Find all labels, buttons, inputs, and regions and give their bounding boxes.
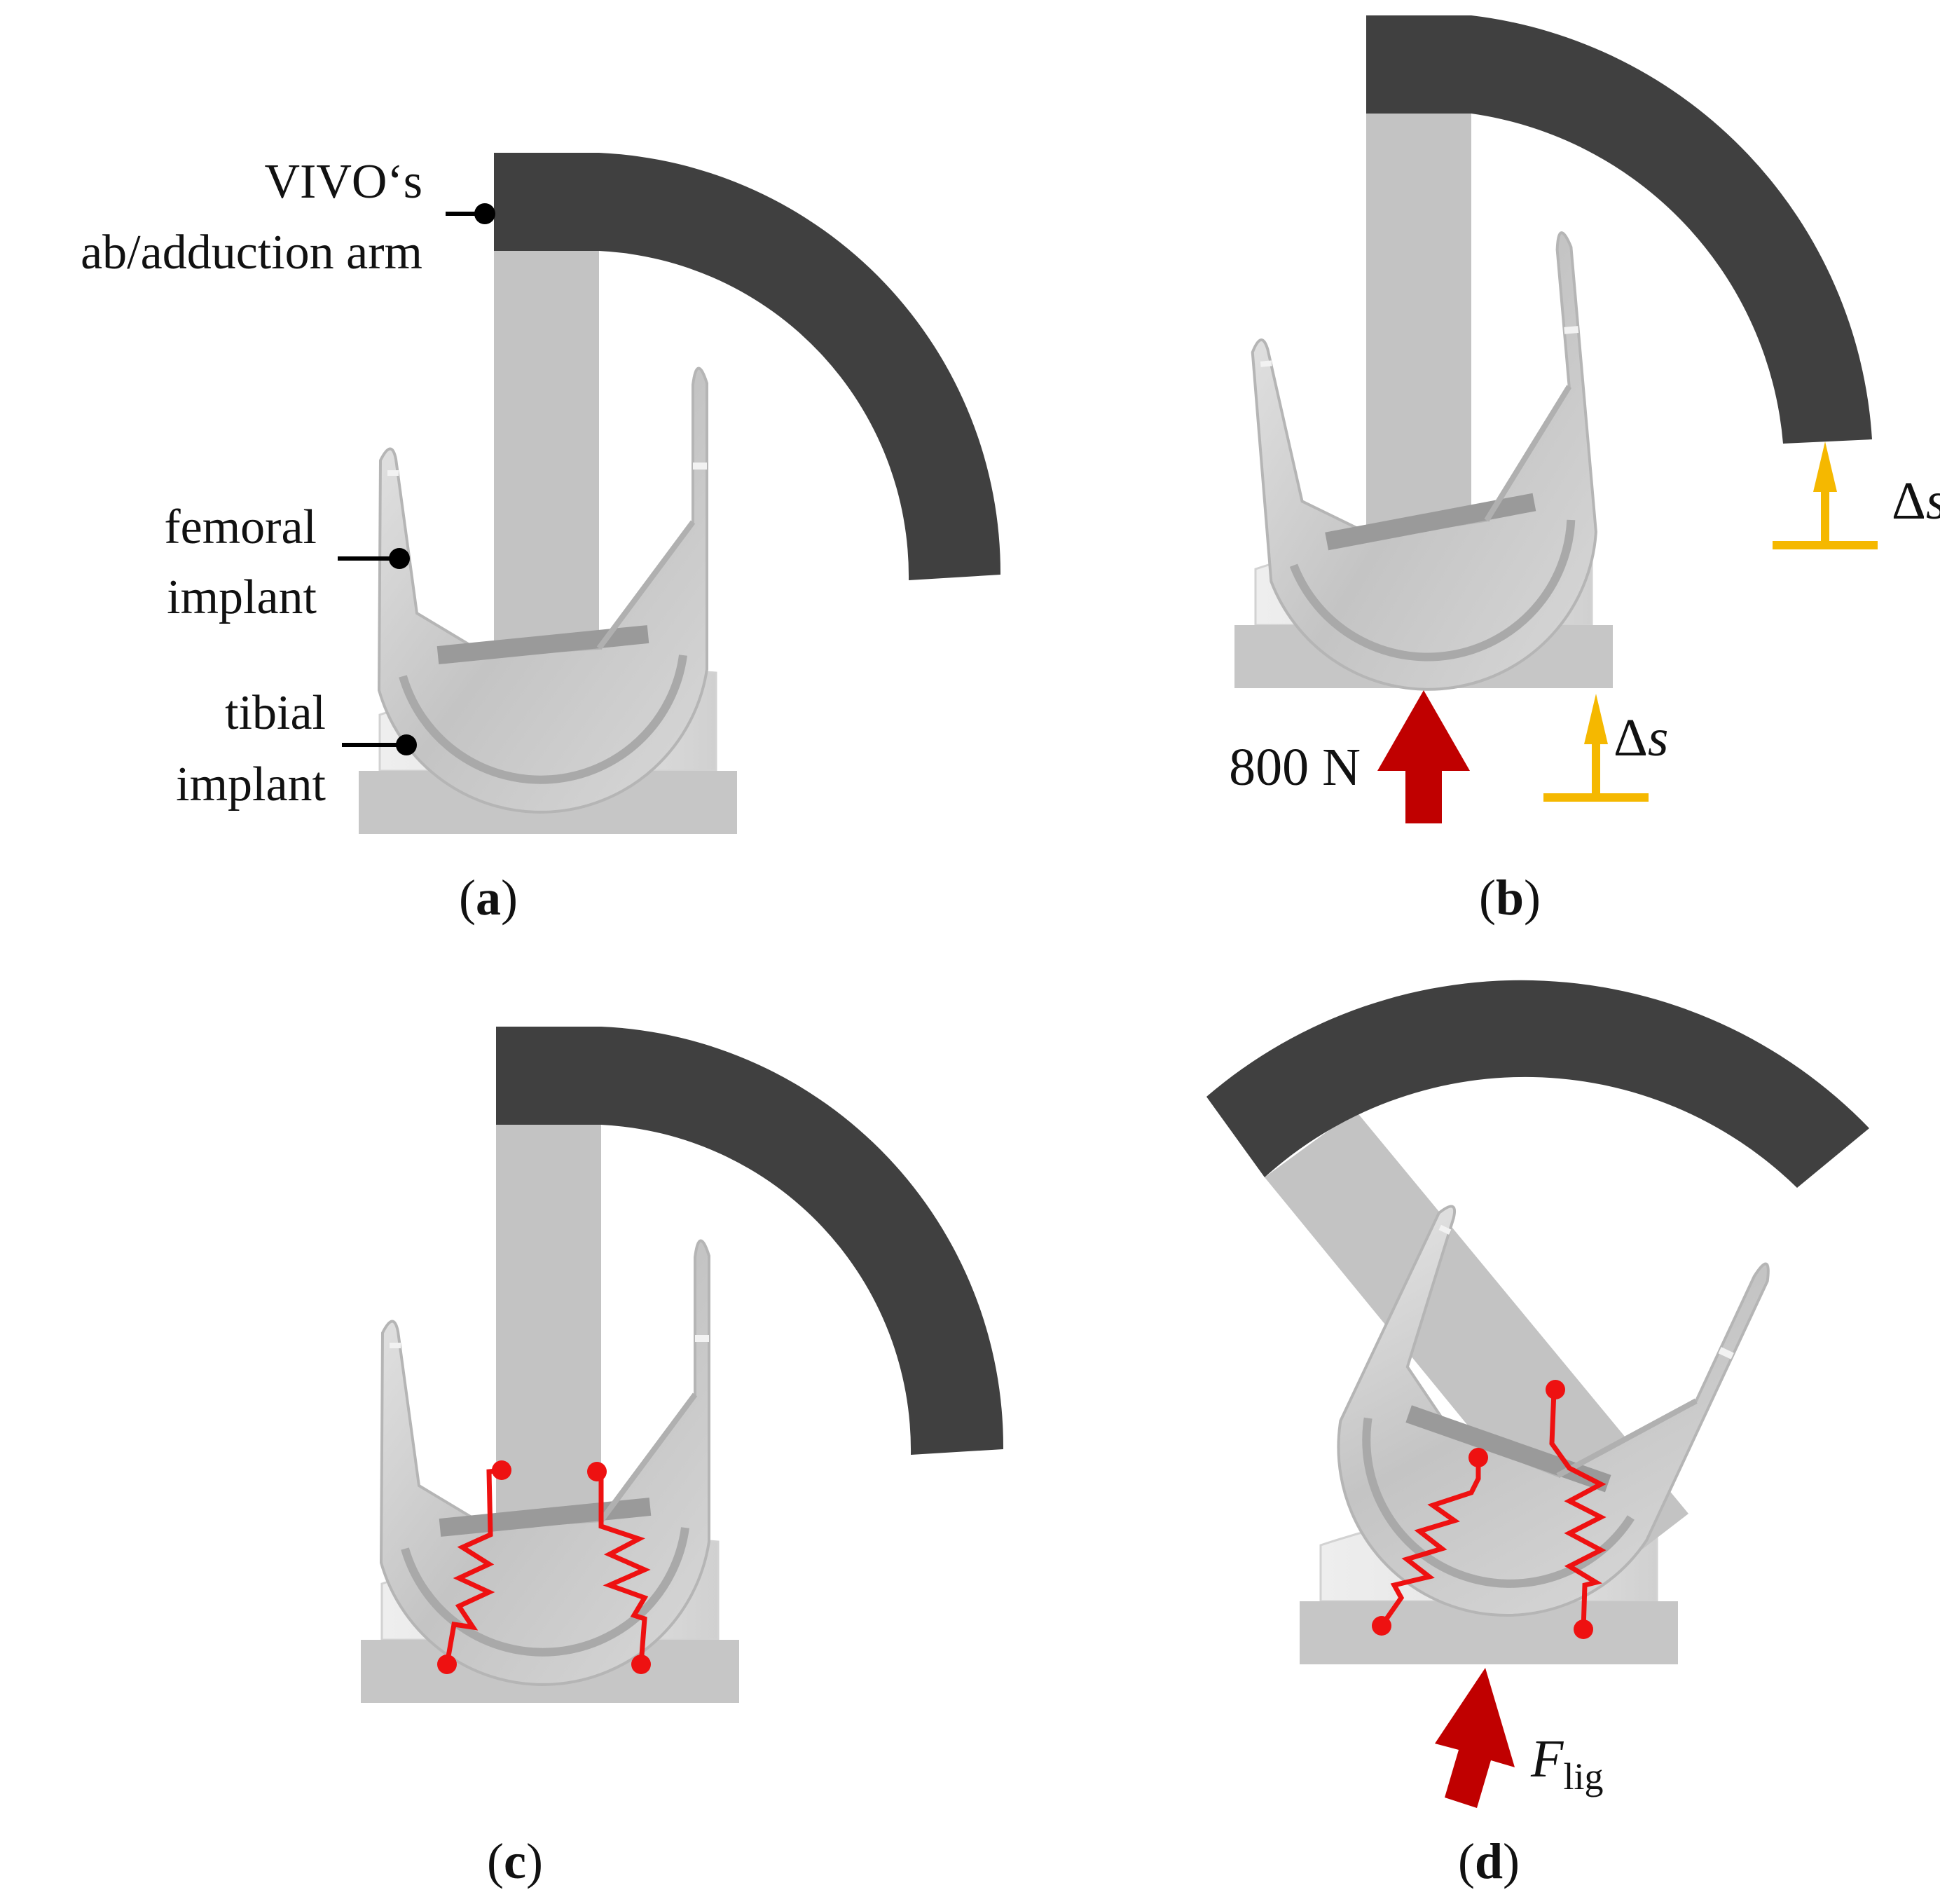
femoral-label-line1: femoral: [164, 500, 317, 554]
panel-a: VIVO‘s ab/adduction arm femoral implant …: [81, 153, 1001, 926]
tibial-label-line1: tibial: [225, 686, 326, 740]
panel-label-a: (a): [459, 870, 518, 926]
arm-label-line2: ab/adduction arm: [81, 226, 422, 280]
arm-label-line1: VIVO‘s: [264, 155, 422, 209]
displacement-marker-bottom: [1543, 694, 1649, 802]
ligament-spring-right-d: [1546, 1380, 1607, 1639]
displacement-label-top: Δs: [1892, 472, 1940, 530]
panel-d: Flig (d): [1206, 980, 1869, 1889]
tibial-label-line2: implant: [176, 758, 326, 811]
displacement-marker-top: [1773, 441, 1878, 549]
ligament-spring-left-c: [437, 1460, 511, 1674]
force-arrow-lig: [1435, 1668, 1515, 1808]
ligament-spring-left-d: [1372, 1448, 1488, 1636]
abduction-arm-a: [494, 153, 1001, 580]
abduction-arm-c: [496, 1027, 1004, 1455]
femoral-callout-dot: [389, 548, 410, 569]
panel-label-c: (c): [487, 1833, 543, 1889]
tibial-callout-dot: [396, 734, 417, 755]
force-label-800n: 800 N: [1229, 738, 1361, 797]
panel-label-b: (b): [1479, 870, 1541, 926]
arm-callout-dot: [474, 203, 495, 224]
femoral-label-line2: implant: [167, 570, 317, 624]
panel-label-d: (d): [1458, 1833, 1520, 1889]
force-arrow-800n: [1377, 690, 1470, 823]
abduction-arm-b: [1366, 15, 1872, 444]
ligament-spring-right-c: [587, 1462, 651, 1674]
panel-b: 800 N Δs Δs (b): [1229, 15, 1940, 926]
abduction-arm-d: [1206, 980, 1869, 1188]
displacement-label-bottom: Δs: [1614, 708, 1668, 767]
force-label-lig: Flig: [1530, 1730, 1603, 1797]
panel-c: (c): [359, 1027, 1004, 1889]
